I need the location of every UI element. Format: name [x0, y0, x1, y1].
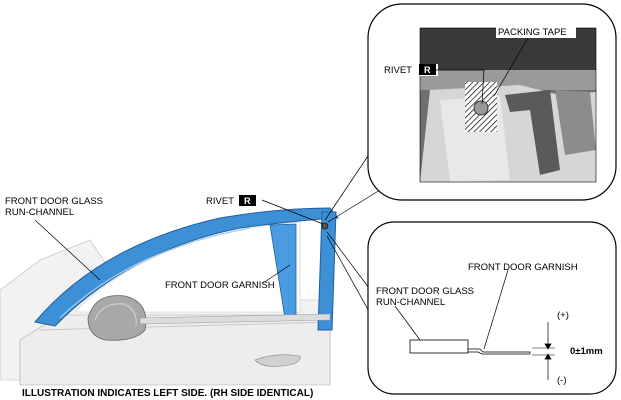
section-inset: [367, 221, 617, 395]
packing-tape-label: PACKING TAPE: [498, 27, 567, 38]
packing-tape-label-bg: [496, 26, 576, 38]
car-door-illustration: [0, 221, 331, 386]
rivet-badge-main: [239, 195, 256, 206]
garnish-detail-leader: [483, 269, 509, 350]
run-channel-detail-leader: [394, 305, 421, 341]
run-channel-frame: [34, 207, 339, 331]
run-channel-label-line1: FRONT DOOR GLASS: [5, 196, 103, 207]
tolerance-label: 0±1mm: [570, 346, 603, 357]
garnish-label-detail: FRONT DOOR GARNISH: [468, 262, 578, 273]
garnish-section: [467, 348, 531, 355]
leader-lines: [34, 199, 324, 284]
rivet-label-main: RIVET: [206, 196, 234, 207]
rivet-badge-main-text: R: [244, 196, 251, 206]
run-channel-detail-line1: FRONT DOOR GLASS: [376, 286, 474, 297]
tolerance-arrows: [544, 322, 552, 380]
run-channel-detail-line2: RUN-CHANNEL: [376, 297, 445, 308]
rivet-marker: [321, 222, 329, 230]
rivet-badge-inset: [419, 64, 436, 75]
photo-inset: [367, 3, 617, 201]
inset-photo: [420, 28, 596, 182]
illustration-caption: ILLUSTRATION INDICATES LEFT SIDE. (RH SI…: [22, 388, 313, 399]
minus-label: (-): [557, 375, 567, 386]
run-channel-label-line2: RUN-CHANNEL: [5, 207, 74, 218]
packing-tape-leader: [493, 37, 529, 97]
rivet-badge-inset-text: R: [424, 65, 431, 75]
run-channel-section: [409, 339, 469, 354]
garnish-label-main: FRONT DOOR GARNISH: [165, 280, 275, 291]
rivet-label-inset: RIVET: [384, 65, 412, 76]
plus-label: (+): [557, 310, 569, 321]
